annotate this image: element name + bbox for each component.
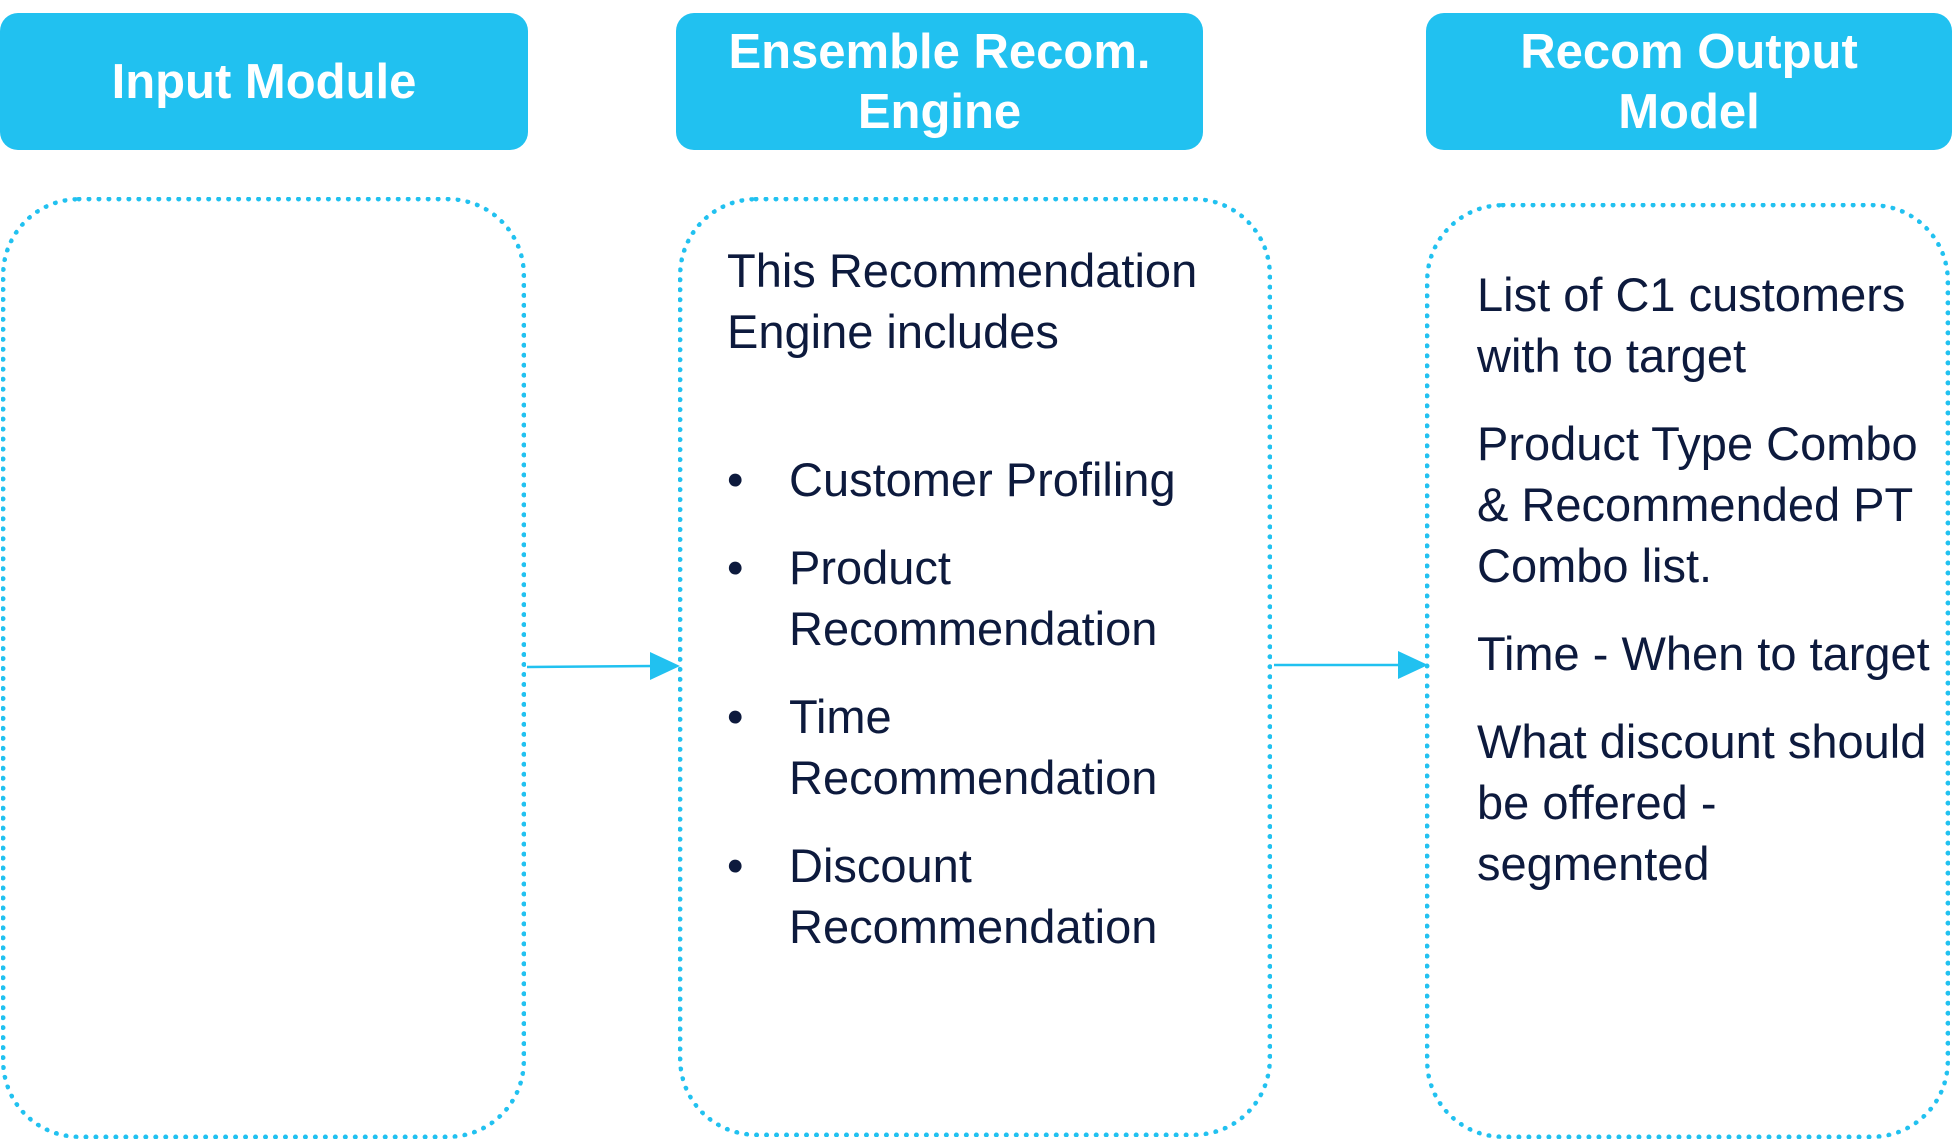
output-item-discount: What discount should be offered - segmen… xyxy=(1477,715,1927,890)
engine-item-time-recommendation: Time Recommendation xyxy=(789,690,1158,804)
output-item-time: Time - When to target xyxy=(1477,627,1930,680)
engine-intro-text: This Recommendation Engine includes xyxy=(727,244,1198,358)
engine-item-customer-profiling: Customer Profiling xyxy=(789,453,1176,506)
output-model-header: Recom Output Model xyxy=(1426,13,1952,150)
arrow-engine-to-output xyxy=(1274,651,1428,679)
output-model-panel xyxy=(1425,203,1950,1139)
list-item: • Product Recommendation xyxy=(727,537,1247,659)
output-item-customers: List of C1 customers with to target xyxy=(1477,268,1906,382)
ensemble-engine-header-label: Ensemble Recom. Engine xyxy=(728,24,1151,139)
bullet-icon: • xyxy=(727,453,744,506)
engine-item-product-recommendation: Product Recommendation xyxy=(789,541,1158,655)
bullet-icon: • xyxy=(727,839,744,892)
bullet-icon: • xyxy=(727,541,744,594)
ensemble-engine-panel xyxy=(678,197,1272,1137)
output-list: List of C1 customers with to target Prod… xyxy=(1477,264,1937,921)
input-module-panel xyxy=(1,197,526,1139)
output-model-header-label: Recom Output Model xyxy=(1520,24,1858,139)
bullet-icon: • xyxy=(727,690,744,743)
ensemble-engine-header: Ensemble Recom. Engine xyxy=(676,13,1203,150)
input-module-header-label: Input Module xyxy=(111,54,417,109)
list-item: • Customer Profiling xyxy=(727,449,1247,510)
list-item: • Discount Recommendation xyxy=(727,835,1247,957)
engine-item-discount-recommendation: Discount Recommendation xyxy=(789,839,1158,953)
output-item-product-combo: Product Type Combo & Recommended PT Comb… xyxy=(1477,417,1918,592)
list-item: • Time Recommendation xyxy=(727,686,1247,808)
input-module-header: Input Module xyxy=(0,13,528,150)
engine-component-list: • Customer Profiling • Product Recommend… xyxy=(727,449,1247,984)
arrow-input-to-engine xyxy=(526,652,680,680)
